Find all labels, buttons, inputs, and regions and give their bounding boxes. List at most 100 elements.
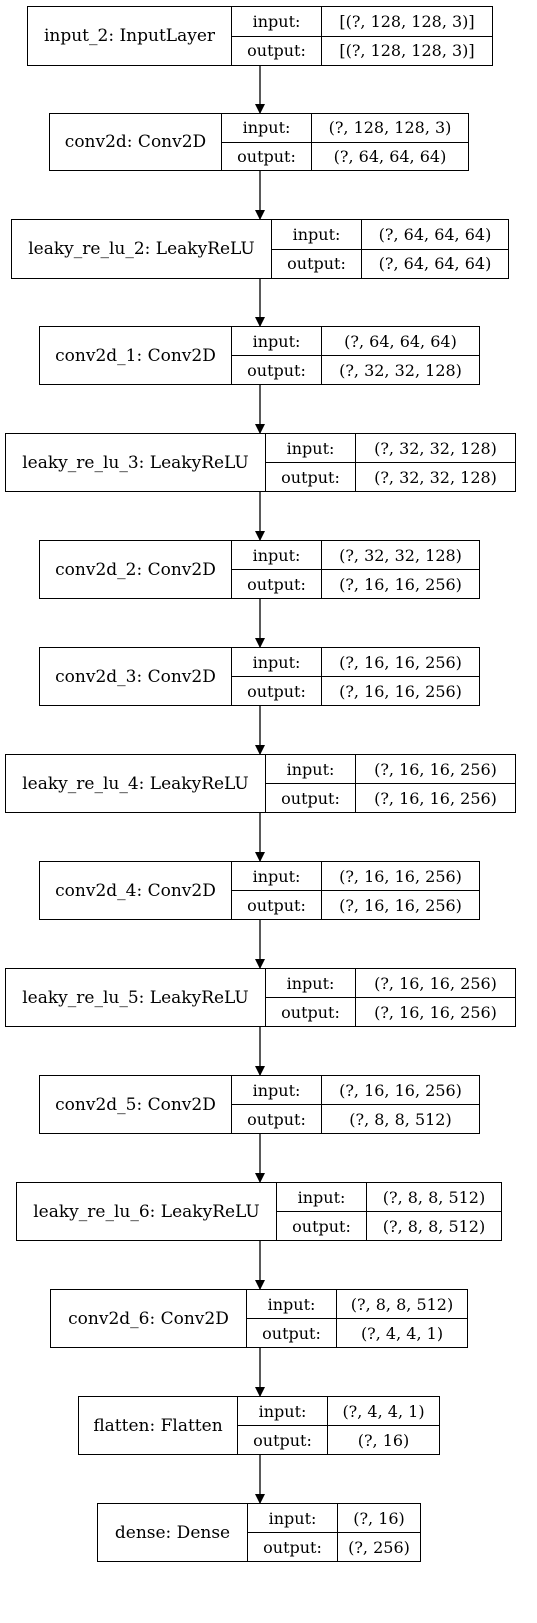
layer-output-row: output: (?, 32, 32, 128) — [266, 462, 515, 491]
layer-input-row: input: (?, 16, 16, 256) — [266, 755, 515, 783]
layer-output-row: output:(?, 16, 16, 256) — [232, 676, 479, 705]
layer-input-shape: (?, 8, 8, 512) — [350, 1294, 454, 1314]
layer-input-label: input: — [222, 114, 312, 142]
layer-output-label: output: — [266, 784, 356, 812]
layer-output-label: output: — [238, 1426, 328, 1454]
layer-input-row: input:(?, 4, 4, 1) — [238, 1397, 439, 1425]
layer-input-label: input: — [232, 7, 322, 36]
layer-input-shape: [(?, 128, 128, 3)] — [339, 11, 475, 31]
layer-io-table: input:(?, 64, 64, 64)output:(?, 32, 32, … — [232, 327, 479, 384]
layer-output-label: output: — [232, 891, 322, 919]
layer-input-row: input: (?, 16) — [248, 1504, 420, 1532]
layer-input-shape: (?, 16, 16, 256) — [374, 759, 497, 779]
layer-input-row: input: [(?, 128, 128, 3)] — [232, 7, 492, 36]
layer-input-row: input: (?, 8, 8, 512) — [277, 1183, 501, 1211]
layer-input-shape: (?, 64, 64, 64) — [378, 224, 492, 244]
layer-output-label: output: — [248, 1533, 338, 1561]
layer-output-shape: (?, 16, 16, 256) — [374, 788, 497, 808]
layer-output-row: output: (?, 16) — [238, 1425, 439, 1454]
layer-output-shape: (?, 8, 8, 512) — [382, 1216, 486, 1236]
layer-io-table: input:(?, 32, 32, 128)output: (?, 16, 16,… — [232, 541, 479, 598]
layer-io-table: input:(?, 64, 64, 64)output:(?, 64, 64, … — [272, 220, 508, 278]
layer-output-label: output: — [266, 998, 356, 1026]
layer-name: conv2d_4: Conv2D — [40, 862, 232, 919]
layer-output-shape: [(?, 128, 128, 3)] — [339, 41, 475, 61]
layer-output-row: output: (?, 16, 16, 256) — [232, 890, 479, 919]
layer-io-table: input:(?, 16, 16, 256)output:(?, 8, 8, 5… — [232, 1076, 479, 1133]
layer-io-table: input:(?, 16, 16, 256)output:(?, 16, 16,… — [232, 648, 479, 705]
layer-input-label: input: — [232, 541, 322, 569]
layer-input-shape: (?, 16) — [353, 1508, 405, 1528]
layer-input-label: input: — [232, 862, 322, 890]
layer-input-shape: (?, 4, 4, 1) — [342, 1401, 425, 1421]
layer-output-label: output: — [277, 1212, 367, 1240]
layer-output-label: output: — [232, 356, 322, 384]
layer-output-label: output: — [232, 570, 322, 598]
layer-output-row: output:[(?, 128, 128, 3)] — [232, 35, 492, 65]
layer-output-row: output:(?, 64, 64, 64) — [272, 248, 508, 278]
layer-output-label: output: — [247, 1319, 337, 1347]
layer-name: dense: Dense — [98, 1504, 248, 1561]
layer-output-row: output:(?, 16, 16, 256) — [266, 997, 515, 1026]
layer-input-row: input:(?, 32, 32, 128) — [232, 541, 479, 569]
layer-name: input_2: InputLayer — [28, 7, 232, 65]
layer-output-shape: (?, 16, 16, 256) — [339, 895, 462, 915]
layer-input-label: input: — [266, 434, 356, 462]
layer-input-label: input: — [248, 1504, 338, 1532]
layer-input-shape: (?, 128, 128, 3) — [328, 118, 452, 138]
layer-output-row: output: (?, 8, 8, 512) — [277, 1211, 501, 1240]
layer-input-shape: (?, 16, 16, 256) — [374, 973, 497, 993]
layer-name: leaky_re_lu_6: LeakyReLU — [17, 1183, 277, 1240]
layer-io-table: input:(?, 32, 32, 128)output: (?, 32, 32,… — [266, 434, 515, 491]
layer-output-label: output: — [266, 463, 356, 491]
layer-output-row: output: (?, 16, 16, 256) — [266, 783, 515, 812]
layer-input-label: input: — [277, 1183, 367, 1211]
layer-output-row: output: (?, 4, 4, 1) — [247, 1318, 467, 1347]
layer-output-shape: (?, 32, 32, 128) — [339, 360, 462, 380]
layer-output-row: output: (?, 16, 16, 256) — [232, 569, 479, 598]
layer-input-label: input: — [232, 648, 322, 676]
layer-input-shape: (?, 16, 16, 256) — [339, 1080, 462, 1100]
layer-output-shape: (?, 4, 4, 1) — [360, 1323, 444, 1343]
layer-input-shape: (?, 8, 8, 512) — [382, 1187, 486, 1207]
layer-output-row: output:(?, 8, 8, 512) — [232, 1104, 479, 1133]
layer-name: conv2d_5: Conv2D — [40, 1076, 232, 1133]
layer-io-table: input:(?, 4, 4, 1)output: (?, 16) — [238, 1397, 439, 1454]
layer-io-table: input: (?, 8, 8, 512) output: (?, 8, 8, 512… — [277, 1183, 501, 1240]
layer-output-shape: (?, 16, 16, 256) — [339, 574, 462, 594]
layer-input-row: input:(?, 32, 32, 128) — [266, 434, 515, 462]
layer-output-shape: (?, 32, 32, 128) — [374, 467, 497, 487]
layer-output-shape: (?, 8, 8, 512) — [349, 1109, 452, 1129]
layer-input-row: input:(?, 16, 16, 256) — [232, 862, 479, 890]
layer-output-row: output: (?, 256) — [248, 1532, 420, 1561]
layer-output-shape: (?, 256) — [348, 1537, 410, 1557]
layer-name: conv2d_3: Conv2D — [40, 648, 232, 705]
layer-input-row: input:(?, 16, 16, 256) — [232, 648, 479, 676]
layer-name: conv2d_1: Conv2D — [40, 327, 232, 384]
layer-output-row: output: (?, 32, 32, 128) — [232, 355, 479, 384]
layer-output-shape: (?, 64, 64, 64) — [333, 146, 447, 166]
layer-name: flatten: Flatten — [79, 1397, 238, 1454]
layer-input-label: input: — [266, 969, 356, 997]
layer-io-table: input: (?, 16, 16, 256) output: (?, 16, 16,… — [266, 755, 515, 812]
layer-input-label: input: — [266, 755, 356, 783]
layer-name: leaky_re_lu_5: LeakyReLU — [6, 969, 266, 1026]
layer-io-table: input: (?, 16) output: (?, 256) — [248, 1504, 420, 1561]
layer-output-shape: (?, 16) — [357, 1430, 410, 1450]
layer-io-table: input: (?, 16, 16, 256) output:(?, 16, 16,… — [266, 969, 515, 1026]
layer-output-label: output: — [232, 677, 322, 705]
